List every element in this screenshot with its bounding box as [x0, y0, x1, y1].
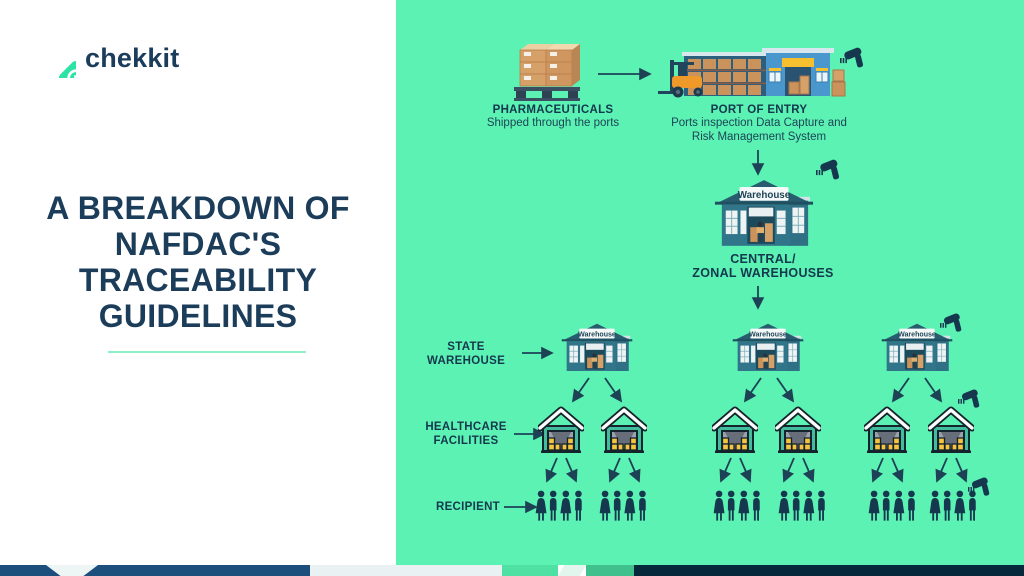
port-subtitle-line: Ports inspection Data Capture and [671, 117, 847, 129]
healthcare-label-line: HEALTHCARE [425, 421, 507, 433]
title-line: GUIDELINES [98, 298, 298, 334]
chekkit-diamond-icon [36, 38, 76, 78]
footer-segment-light [310, 565, 502, 576]
pharmaceuticals-label: PHARMACEUTICALS Shipped through the port… [433, 103, 673, 131]
arrow-split-icon [743, 377, 795, 403]
pharmaceuticals-subtitle: Shipped through the ports [486, 117, 620, 129]
footer-segment-blue [0, 565, 310, 576]
arrow-right-icon [514, 427, 546, 441]
title-line: A BREAKDOWN OF [46, 190, 350, 226]
healthcare-facility-icon [712, 406, 758, 454]
arrow-split-icon [891, 377, 943, 403]
port-of-entry-icon [658, 44, 848, 102]
barcode-scanner-icon [958, 386, 982, 412]
arrow-split-icon [782, 457, 815, 483]
state-warehouse-icon [732, 322, 804, 372]
healthcare-facility-icon [538, 406, 584, 454]
arrow-down-icon [751, 150, 765, 176]
central-label-line: ZONAL WAREHOUSES [692, 266, 834, 280]
title-underline [108, 351, 306, 353]
state-warehouse-label: STATE WAREHOUSE [418, 340, 514, 368]
port-subtitle-line: Risk Management System [691, 130, 827, 143]
arrow-down-icon [751, 286, 765, 310]
recipient-label: RECIPIENT [430, 500, 506, 514]
arrow-split-icon [545, 457, 578, 483]
healthcare-facility-icon [928, 406, 974, 454]
arrow-split-icon [571, 377, 623, 403]
arrow-split-icon [935, 457, 968, 483]
pharmaceuticals-title: PHARMACEUTICALS [492, 104, 614, 116]
footer-notch [46, 565, 98, 576]
arrow-right-icon [522, 346, 554, 360]
recipient-group-icon [712, 490, 764, 523]
footer-notch [558, 565, 586, 576]
footer-segment-navy [634, 565, 1024, 576]
pharmaceuticals-pallet-icon [506, 42, 588, 102]
barcode-scanner-icon [840, 44, 866, 72]
state-warehouse-icon [561, 322, 633, 372]
arrow-split-icon [608, 457, 641, 483]
healthcare-facility-icon [775, 406, 821, 454]
title-line: NAFDAC'S [114, 226, 282, 262]
brand-logo: chekkit [36, 38, 179, 78]
footer-segment-green [502, 565, 558, 576]
port-label: PORT OF ENTRY Ports inspection Data Capt… [628, 103, 890, 144]
port-title: PORT OF ENTRY [710, 104, 808, 116]
page-title: A BREAKDOWN OF NAFDAC'S TRACEABILITY GUI… [26, 190, 370, 334]
brand-name: chekkit [85, 42, 180, 73]
healthcare-facility-icon [864, 406, 910, 454]
left-panel [0, 0, 396, 576]
barcode-scanner-icon [816, 156, 842, 184]
arrow-split-icon [871, 457, 904, 483]
state-label-line: WAREHOUSE [426, 355, 506, 367]
arrow-split-icon [719, 457, 752, 483]
healthcare-facility-icon [601, 406, 647, 454]
barcode-scanner-icon [968, 474, 992, 500]
recipient-group-icon [598, 490, 650, 523]
recipient-group-icon [534, 490, 586, 523]
recipient-group-icon [867, 490, 919, 523]
healthcare-facilities-label: HEALTHCARE FACILITIES [418, 420, 514, 448]
state-label-line: STATE [447, 341, 485, 353]
title-line: TRACEABILITY [78, 262, 318, 298]
arrow-right-icon [504, 500, 538, 514]
footer-segment-green [586, 565, 634, 576]
recipient-label-text: RECIPIENT [435, 501, 501, 513]
healthcare-label-line: FACILITIES [433, 435, 499, 447]
arrow-right-icon [598, 67, 652, 81]
recipient-group-icon [777, 490, 829, 523]
central-warehouse-label: CENTRAL/ ZONAL WAREHOUSES [653, 252, 873, 280]
central-label-line: CENTRAL/ [730, 252, 796, 266]
central-warehouse-icon [714, 178, 814, 247]
barcode-scanner-icon [940, 310, 964, 336]
